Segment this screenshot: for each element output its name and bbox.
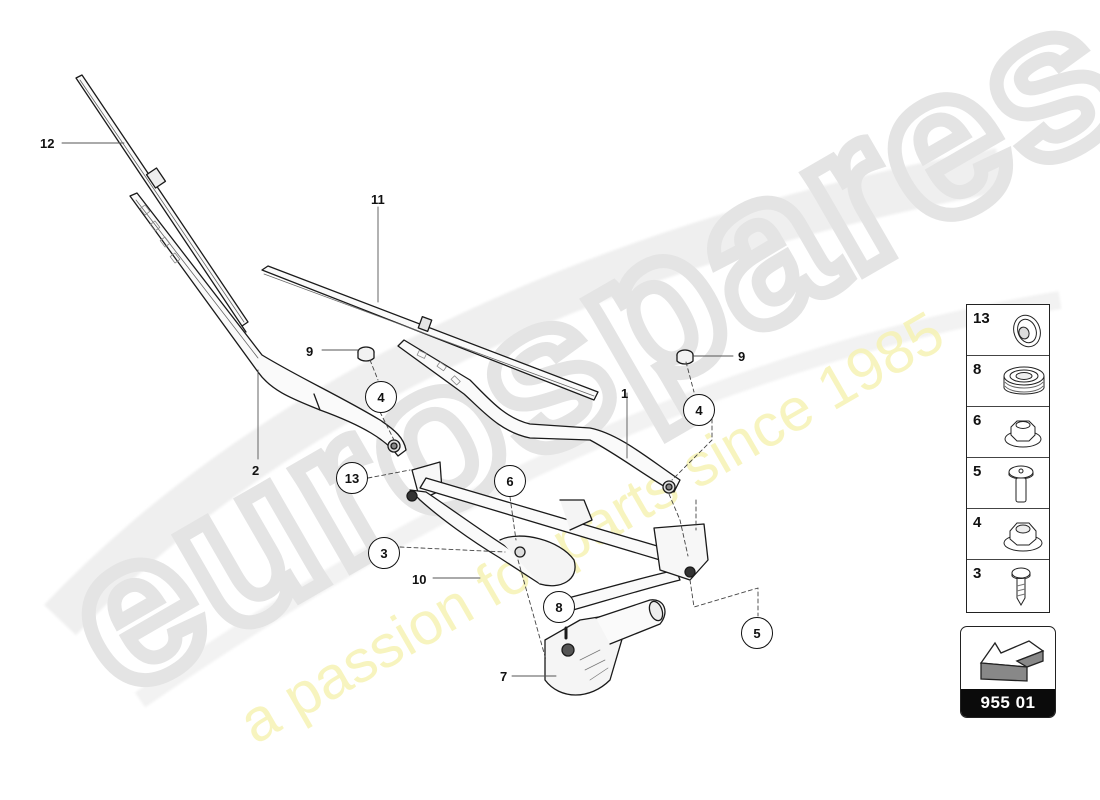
cap-left xyxy=(357,346,375,362)
part-label-2: 2 xyxy=(252,463,260,478)
legend-row-6[interactable]: 6 xyxy=(967,407,1049,458)
wiper-blade-right xyxy=(261,265,599,401)
cap-right xyxy=(676,349,694,365)
legend-number: 3 xyxy=(973,565,982,582)
callout-3[interactable]: 3 xyxy=(368,537,400,569)
direction-arrow-icon xyxy=(979,640,1045,682)
wiper-arm-left xyxy=(129,192,407,457)
leader-lines xyxy=(61,142,734,677)
hex-flange-nut-icon xyxy=(1003,522,1043,552)
legend-number: 13 xyxy=(973,310,990,327)
hardware-legend: 13 8 6 5 xyxy=(966,304,1050,613)
legend-number: 4 xyxy=(973,514,982,531)
wiper-linkage-frame xyxy=(406,461,709,613)
legend-number: 8 xyxy=(973,361,982,378)
legend-row-13[interactable]: 13 xyxy=(967,305,1049,356)
part-label-12: 12 xyxy=(40,136,55,151)
legend-row-8[interactable]: 8 xyxy=(967,356,1049,407)
legend-row-5[interactable]: 5 xyxy=(967,458,1049,509)
legend-row-3[interactable]: 3 xyxy=(967,560,1049,612)
wiper-arm-right xyxy=(397,339,681,494)
dashed-guides xyxy=(367,359,759,661)
button-head-screw-icon xyxy=(1008,465,1034,503)
grommet-bushing-icon xyxy=(1003,366,1045,395)
part-label-7: 7 xyxy=(500,669,508,684)
wiper-motor xyxy=(544,599,666,696)
diagram-reference-code: 955 01 xyxy=(961,689,1055,717)
wiper-blade-left xyxy=(75,74,249,333)
washer-cap-icon xyxy=(1013,314,1041,348)
part-label-10: 10 xyxy=(412,572,427,587)
legend-number: 6 xyxy=(973,412,982,429)
callout-13[interactable]: 13 xyxy=(336,462,368,494)
callout-8[interactable]: 8 xyxy=(543,591,575,623)
torx-screw-icon xyxy=(1011,567,1031,607)
flange-nut-icon xyxy=(1004,420,1042,448)
callout-4-right[interactable]: 4 xyxy=(683,394,715,426)
callout-5[interactable]: 5 xyxy=(741,617,773,649)
part-label-11: 11 xyxy=(371,192,385,207)
legend-row-4[interactable]: 4 xyxy=(967,509,1049,560)
diagram-reference-box: 955 01 xyxy=(960,626,1056,718)
part-label-9-left: 9 xyxy=(306,344,314,359)
part-label-1: 1 xyxy=(621,386,629,401)
part-label-9-right: 9 xyxy=(738,349,746,364)
legend-number: 5 xyxy=(973,463,982,480)
callout-6[interactable]: 6 xyxy=(494,465,526,497)
callout-4-left[interactable]: 4 xyxy=(365,381,397,413)
